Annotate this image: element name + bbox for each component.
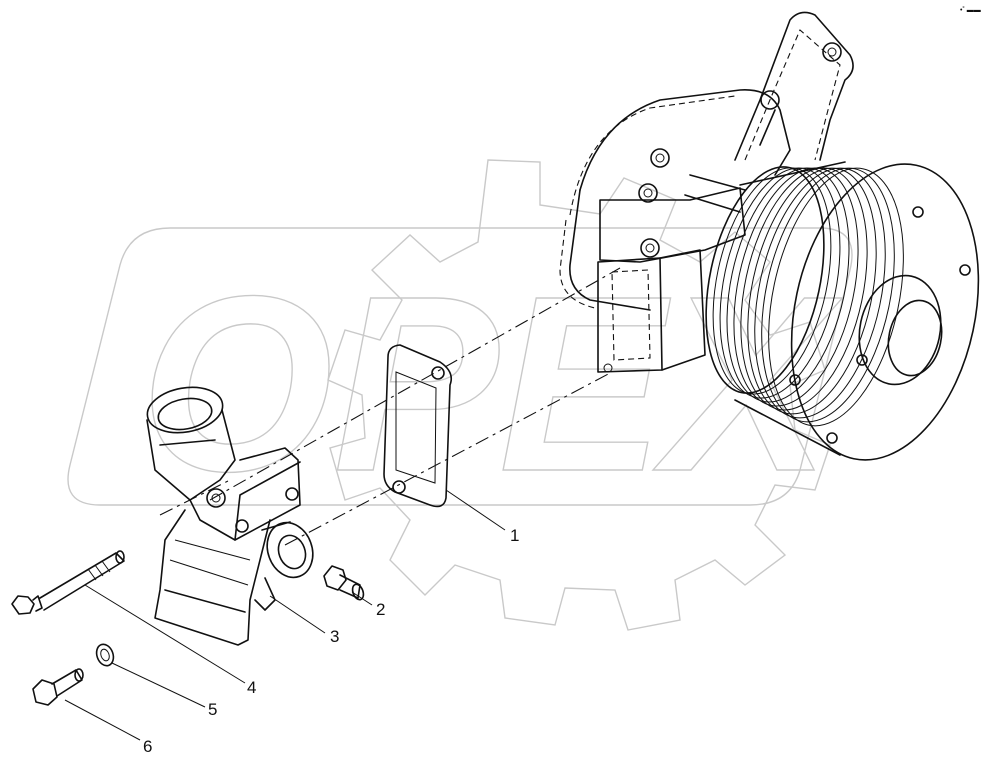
leader-6	[64, 699, 141, 741]
long-bolt	[11, 550, 125, 615]
water-pump-assembly	[559, 11, 980, 461]
leader-1	[445, 489, 506, 531]
washer	[95, 643, 115, 667]
callout-3: 3	[330, 627, 339, 646]
corner-mark: •˚ ▬▬	[960, 6, 981, 14]
callout-5: 5	[208, 700, 217, 719]
watermark-banner	[67, 227, 853, 506]
bolt	[32, 668, 84, 706]
short-bolt	[323, 565, 365, 601]
gasket	[383, 344, 453, 508]
leader-5	[111, 662, 206, 708]
callout-1: 1	[510, 526, 519, 545]
watermark-text: OPEX	[140, 244, 843, 523]
thermostat-housing	[146, 386, 314, 646]
leader-lines	[64, 489, 506, 741]
leader-3	[269, 595, 326, 634]
callout-2: 2	[376, 600, 385, 619]
callout-labels: 1 2 3 4 5 6	[143, 526, 519, 756]
callout-4: 4	[247, 678, 256, 697]
watermark-gear-outline	[327, 159, 831, 631]
watermark-logo: OPEX	[67, 159, 853, 631]
leader-2	[351, 591, 373, 606]
leader-4	[84, 584, 246, 684]
callout-6: 6	[143, 737, 152, 756]
